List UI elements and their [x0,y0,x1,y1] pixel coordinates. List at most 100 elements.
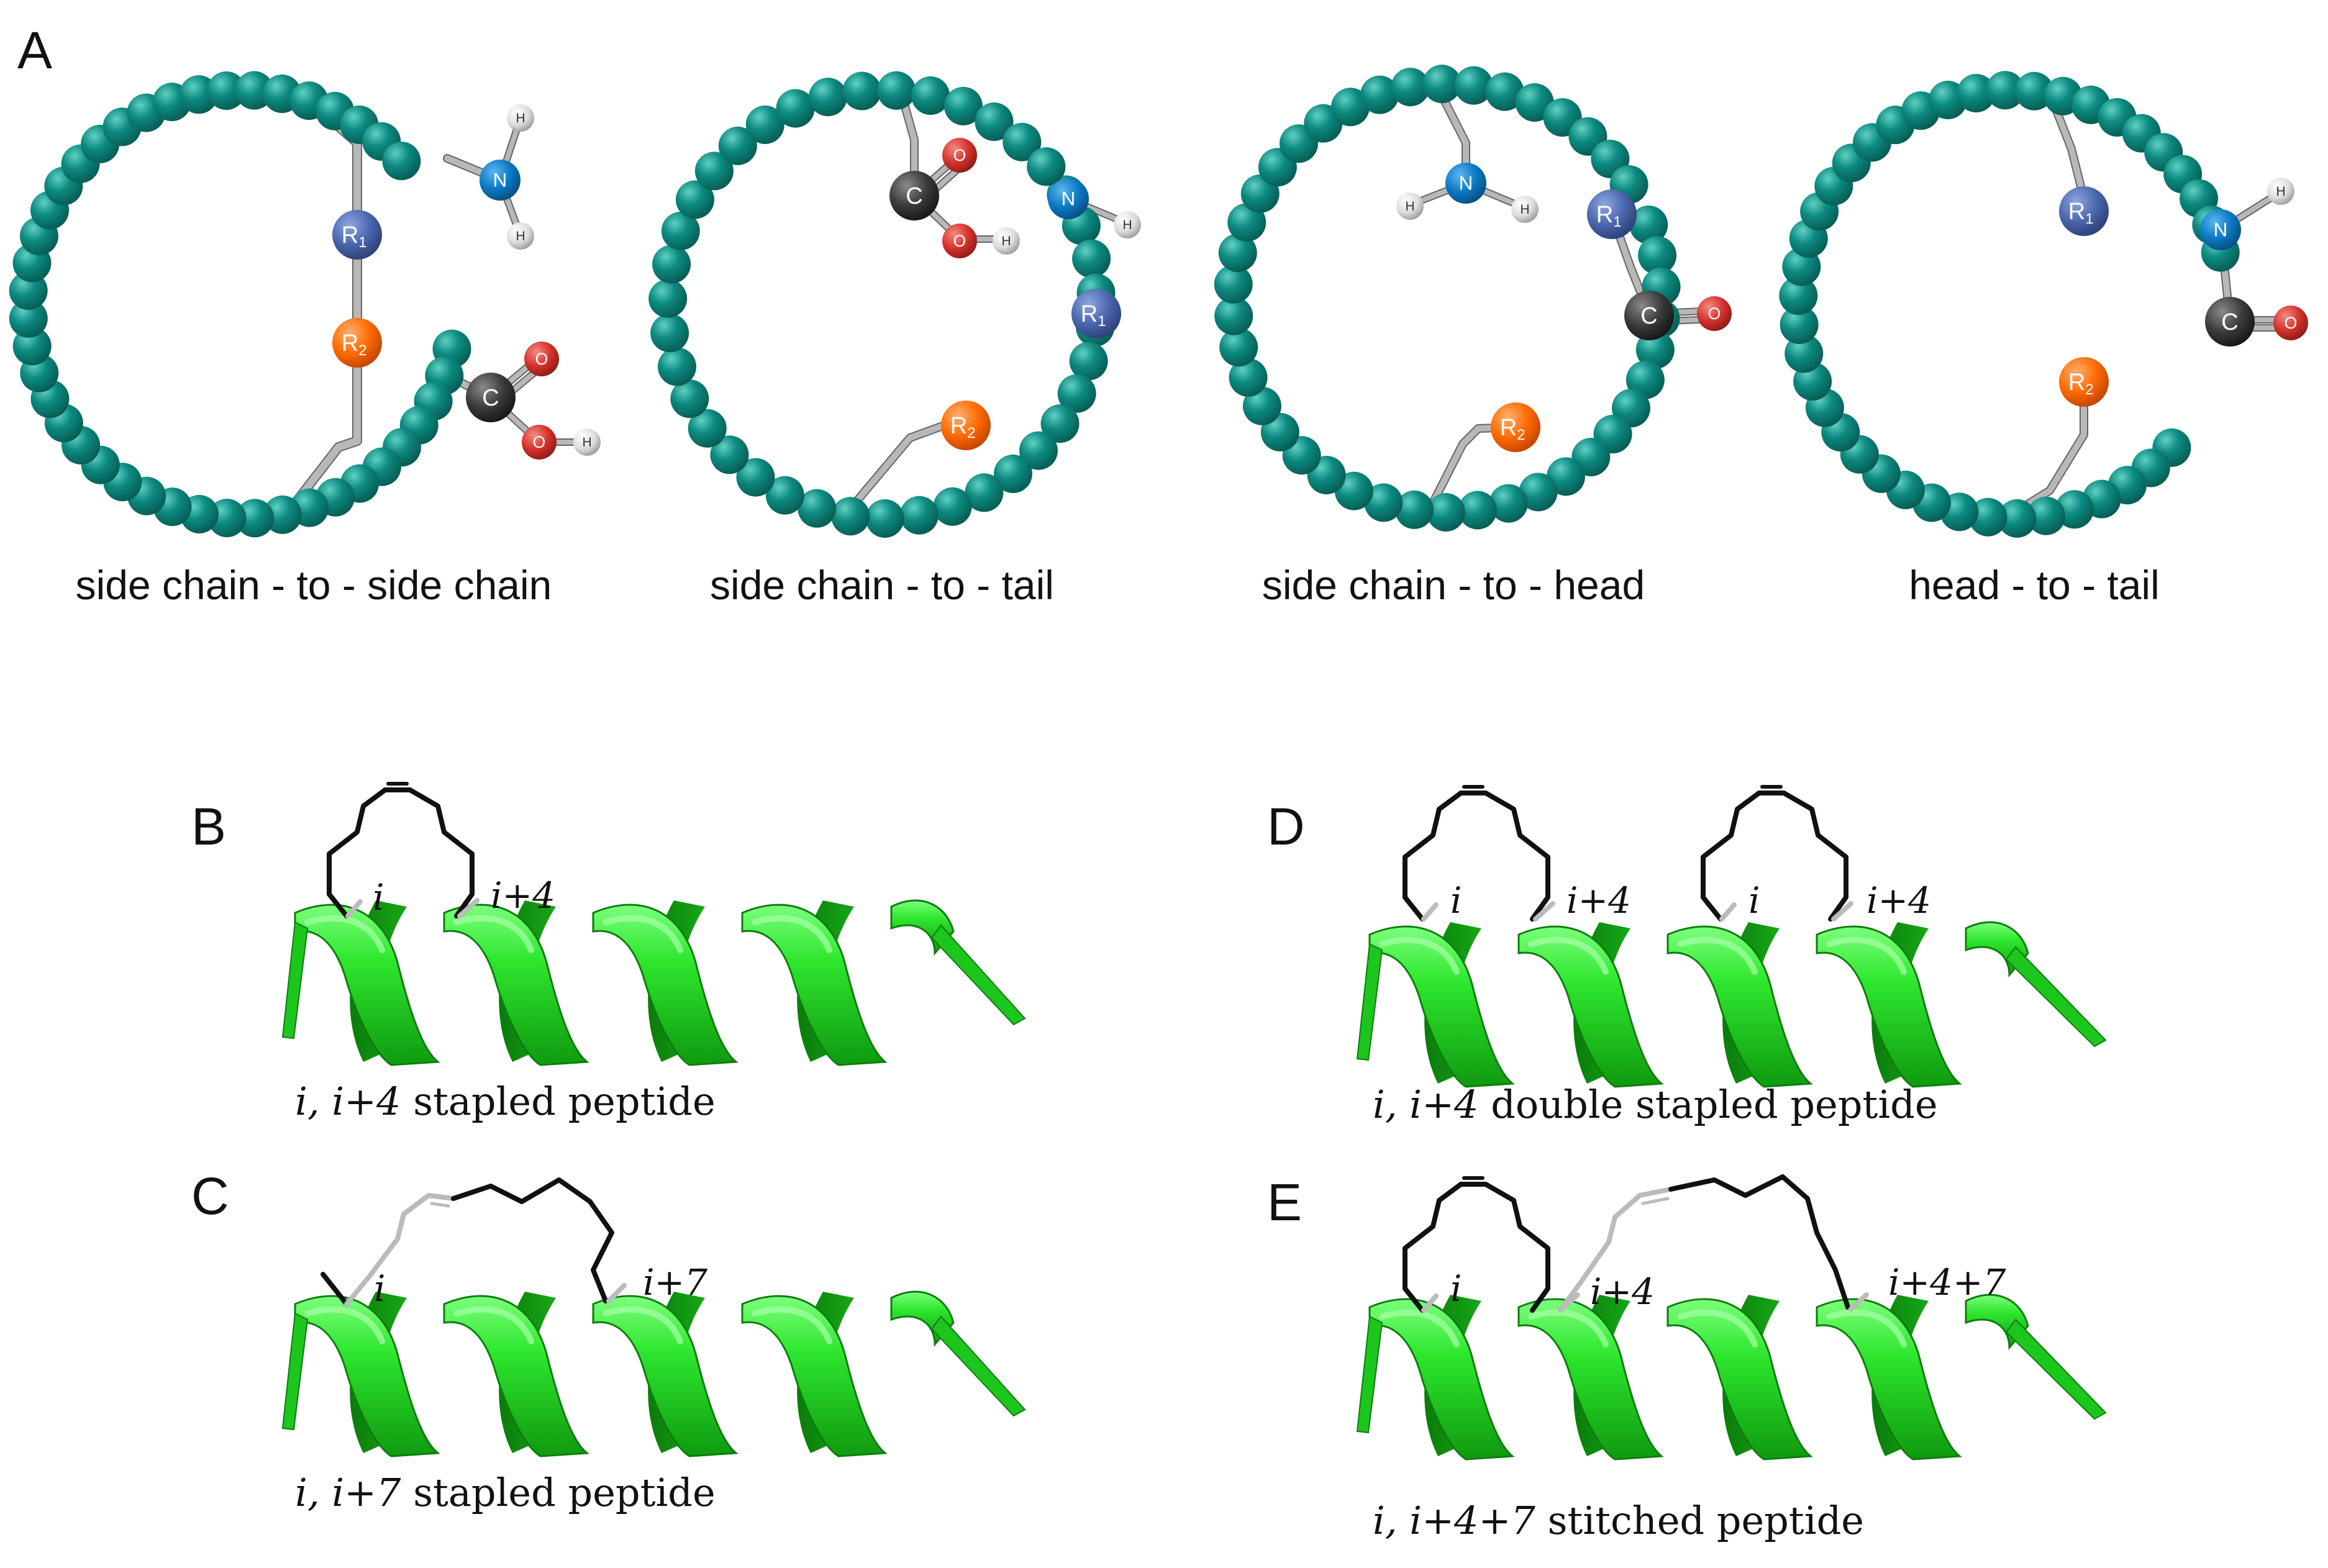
residue-bead [1069,342,1108,381]
residue-bead [933,487,972,526]
atom-label-n: N [493,170,507,191]
atom-o [1697,296,1732,331]
residue-bead [993,455,1032,494]
helix-highlight [1826,936,1907,975]
helix-tail-end [930,924,1026,1026]
residue-bead [1986,71,2025,110]
atom-label-n: N [2214,219,2228,241]
residue-bead [9,299,48,338]
residue-bead [1229,358,1268,397]
atom-c [889,171,939,220]
atom-h [1114,211,1141,238]
residue-bead [1019,431,1058,470]
residue-bead [736,458,775,497]
atom-h [507,104,534,132]
helix-ribbon [741,1295,888,1457]
atom-label-h: H [1520,202,1529,217]
atom-label-o: O [953,146,966,165]
atom-r1 [1071,289,1121,338]
residue-bead [1364,483,1403,522]
helix-tail-end [2005,946,2107,1048]
residue-bead [1057,374,1096,413]
residue-bead [1638,236,1677,275]
residue-bead [710,435,749,474]
atom-label-o: O [535,350,548,368]
residue-bead [831,497,870,536]
caption-side-chain-to-head: side chain - to - head [1262,562,1645,608]
atom-c [2205,297,2255,347]
residue-bead [1635,330,1675,369]
residue-bead [718,126,757,165]
panel-letter-a: A [17,21,52,79]
staple-e [1403,1174,1869,1313]
caption-b-rest: stapled peptide [401,1079,715,1124]
staple-c [321,1177,627,1307]
caption-b-italic: i, i+4 [295,1079,401,1124]
helix-highlight [304,915,385,953]
caption-e-italic: i, i+4+7 [1373,1498,1535,1543]
residue-bead [975,102,1014,141]
helix-tail-end [2005,1318,2107,1420]
caption-e-rest: stitched peptide [1535,1498,1864,1543]
residue-bead [943,86,983,125]
helix-c [281,1290,1026,1457]
residue-bead [1519,473,1558,512]
atom-n [480,160,521,201]
residue-bead [1489,484,1528,523]
residue-bead [1242,386,1281,425]
residue-bead [1040,404,1080,443]
atom-label-c: C [2221,309,2238,335]
residue-bead [765,476,804,515]
helix-ribbon [1368,925,1515,1088]
atom-label-c: C [1640,303,1657,329]
residue-bead [1968,497,2007,537]
label-b-i: i [373,876,384,918]
atom-label-h: H [1405,199,1414,214]
helix-highlight [1677,1309,1758,1348]
residue-bead [1485,72,1524,111]
helix-ribbon [443,904,589,1066]
caption-d-rest: double stapled peptide [1478,1082,1937,1127]
residue-bead [650,314,689,353]
residue-bead [2015,71,2054,111]
label-d-i-1: i [1450,879,1462,922]
atom-label-c: C [482,385,499,411]
residue-bead [1454,66,1493,105]
atom-label-h: H [516,111,525,125]
residue-bead [1219,328,1258,367]
residue-bead [694,152,734,191]
residue-bead [877,71,916,110]
helix-highlight [752,915,832,953]
caption-d-italic: i, i+4 [1373,1082,1478,1127]
atom-o [942,224,977,258]
atom-n [2200,209,2241,250]
atom-o [522,425,557,460]
residue-bead [2027,496,2066,535]
residue-bead [1957,73,1996,112]
residue-bead [1426,492,1465,532]
atom-h [1396,193,1424,220]
helix-highlight [304,1306,385,1344]
caption-c-rest: stapled peptide [401,1470,715,1515]
atom-o [942,138,977,173]
staple-d [1403,785,1853,922]
atom-label-o: O [953,232,966,250]
residue-bead [648,279,688,318]
label-b-i4: i+4 [491,874,555,917]
residue-bead [1422,65,1462,104]
residue-bead [1027,147,1066,186]
caption-b: i, i+4 stapled peptide [295,1079,716,1124]
residue-bead [1218,233,1257,273]
label-e-i4: i+4 [1590,1271,1655,1313]
atom-label-h: H [1122,218,1132,232]
residue-bead [1998,499,2037,538]
caption-side-chain-to-side-chain: side chain - to - side chain [76,562,552,608]
helix-highlight [1528,936,1609,975]
label-c-i: i [374,1267,386,1310]
residue-bead [776,89,815,128]
atom-h [993,227,1020,255]
